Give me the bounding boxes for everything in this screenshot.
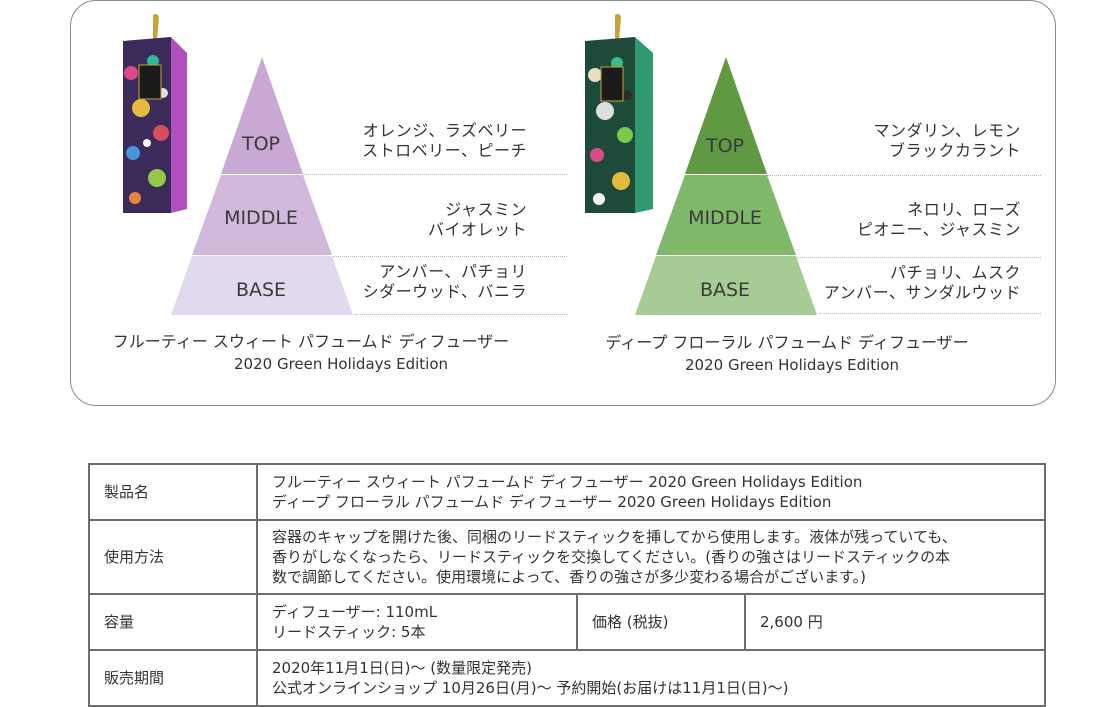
spec-volume-value: ディフューザー: 110mL リードスティック: 5本 bbox=[256, 593, 578, 651]
right-top-notes: マンダリン、レモン ブラックカラント bbox=[873, 121, 1021, 160]
spec-price-label: 価格 (税抜) bbox=[576, 593, 746, 651]
left-divider-1 bbox=[303, 174, 567, 175]
spec-volume-label: 容量 bbox=[88, 593, 258, 651]
spec-row-name: 製品名 フルーティー スウィート パフュームド ディフューザー 2020 Gre… bbox=[88, 463, 1046, 521]
left-product-caption: フルーティー スウィート パフュームド ディフューザー 2020 Green H… bbox=[91, 331, 531, 375]
right-divider-1 bbox=[767, 175, 1041, 176]
right-product-caption: ディープ フローラル パフュームド ディフューザー 2020 Green Hol… bbox=[577, 332, 997, 376]
spec-name-value: フルーティー スウィート パフュームド ディフューザー 2020 Green H… bbox=[256, 463, 1046, 521]
left-tier-top-label: TOP bbox=[241, 133, 281, 155]
right-base-notes: パチョリ、ムスク アンバー、サンダルウッド bbox=[823, 263, 1021, 302]
right-product-name: ディープ フローラル パフュームド ディフューザー bbox=[605, 333, 969, 352]
right-pyramid-middle-tier bbox=[656, 175, 796, 255]
right-product-package-image bbox=[585, 13, 653, 213]
right-tier-base-label: BASE bbox=[699, 279, 751, 301]
fragrance-card: TOP MIDDLE BASE オレンジ、ラズベリー ストロベリー、ピーチ ジャ… bbox=[70, 0, 1056, 406]
left-note-pyramid bbox=[171, 57, 353, 315]
spec-usage-value: 容器のキャップを開けた後、同梱のリードスティックを挿してから使用します。液体が残… bbox=[256, 519, 1046, 595]
left-pyramid-top-tier bbox=[221, 57, 303, 174]
spec-row-usage: 使用方法 容器のキャップを開けた後、同梱のリードスティックを挿してから使用します… bbox=[88, 519, 1046, 595]
left-pyramid-base-tier bbox=[171, 256, 353, 315]
spec-period-value: 2020年11月1日(日)〜 (数量限定発売) 公式オンラインショップ 10月2… bbox=[256, 649, 1046, 707]
spec-period-label: 販売期間 bbox=[88, 649, 258, 707]
right-note-pyramid bbox=[635, 57, 817, 315]
right-product-edition: 2020 Green Holidays Edition bbox=[685, 356, 899, 374]
spec-price-value: 2,600 円 bbox=[744, 593, 1046, 651]
spec-name-label: 製品名 bbox=[88, 463, 258, 521]
right-divider-2 bbox=[797, 257, 1041, 258]
spec-table: 製品名 フルーティー スウィート パフュームド ディフューザー 2020 Gre… bbox=[88, 463, 1046, 707]
spec-row-volume: 容量 ディフューザー: 110mL リードスティック: 5本 価格 (税抜) 2… bbox=[88, 593, 1046, 651]
left-product-edition: 2020 Green Holidays Edition bbox=[234, 355, 448, 373]
right-pyramid-base-tier bbox=[635, 256, 817, 315]
right-tier-middle-label: MIDDLE bbox=[688, 207, 762, 229]
left-divider-3 bbox=[355, 314, 567, 315]
right-divider-3 bbox=[819, 313, 1041, 314]
right-pyramid-top-tier bbox=[685, 57, 767, 174]
left-divider-2 bbox=[333, 256, 567, 257]
left-tier-base-label: BASE bbox=[235, 279, 287, 301]
left-pyramid-middle-tier bbox=[192, 175, 332, 255]
left-product-name: フルーティー スウィート パフュームド ディフューザー bbox=[112, 332, 510, 351]
left-middle-notes: ジャスミン バイオレット bbox=[427, 200, 527, 239]
left-base-notes: アンバー、パチョリ シダーウッド、バニラ bbox=[362, 262, 527, 301]
spec-row-period: 販売期間 2020年11月1日(日)〜 (数量限定発売) 公式オンラインショップ… bbox=[88, 649, 1046, 707]
left-tier-middle-label: MIDDLE bbox=[224, 207, 298, 229]
left-top-notes: オレンジ、ラズベリー ストロベリー、ピーチ bbox=[362, 121, 527, 160]
right-middle-notes: ネロリ、ローズ ピオニー、ジャスミン bbox=[856, 200, 1021, 239]
spec-usage-label: 使用方法 bbox=[88, 519, 258, 595]
right-tier-top-label: TOP bbox=[705, 135, 745, 157]
left-product-package-image bbox=[123, 13, 187, 213]
